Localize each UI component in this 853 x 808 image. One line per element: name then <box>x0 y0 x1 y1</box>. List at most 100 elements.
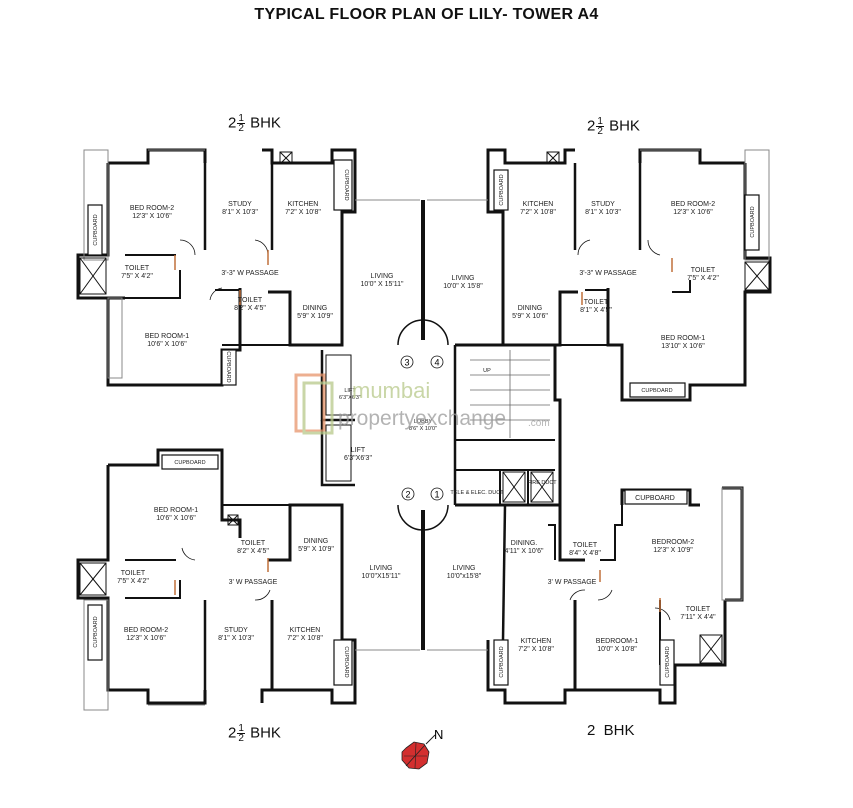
room-name: BEDROOM-1 <box>596 638 639 645</box>
room-size: 5'9" X 10'9" <box>297 313 333 320</box>
cupboard <box>161 454 219 470</box>
room-name: BEDROOM-2 <box>652 539 695 546</box>
room-name: DINING <box>304 538 329 545</box>
room-name: LIVING <box>453 565 476 572</box>
room-size: 5'9" X 10'6" <box>512 313 548 320</box>
room-size: 12'3" X 10'6" <box>673 209 713 216</box>
north-compass: N <box>401 727 443 770</box>
room-name: TOILET <box>573 542 598 549</box>
core-labels: LIFT 6'3"X6'3" LIFT 6'3"X6'3" LOBBY 8'6"… <box>339 368 557 496</box>
room-size: 4'11" X 10'6" <box>504 548 544 555</box>
cupboard-label: CUPBOARD <box>499 174 505 205</box>
cupboard <box>493 639 509 686</box>
unit-label-whole: 2 <box>228 724 237 742</box>
room-size: 8'4" X 4'8" <box>569 550 601 557</box>
room-size: 7'2" X 10'8" <box>285 209 321 216</box>
room-size: 8'2" X 4'5" <box>234 305 266 312</box>
stair-up-label: UP <box>483 368 491 374</box>
watermark-line1: mumbai <box>352 378 430 403</box>
lift-label: LIFT <box>351 447 366 454</box>
room-size: 10'0"x15'8" <box>447 573 482 580</box>
room-size: 7'5" X 4'2" <box>117 578 149 585</box>
door-number-3: 3 <box>404 358 409 368</box>
cupboard <box>333 639 353 686</box>
room-size: 7'5" X 4'2" <box>687 275 719 282</box>
room-name: 3'-3" W PASSAGE <box>221 270 279 277</box>
watermark-suffix: .com <box>528 418 550 429</box>
room-size: 8'1" X 10'3" <box>218 635 254 642</box>
room-name: BED ROOM-1 <box>154 507 198 514</box>
cupboard <box>333 159 353 211</box>
room-size: 10'6" X 10'6" <box>156 515 196 522</box>
lift-label: LIFT <box>344 388 356 394</box>
room-name: 3' W PASSAGE <box>229 579 278 586</box>
room-name: TOILET <box>584 299 609 306</box>
cupboard <box>624 489 688 505</box>
page-title: TYPICAL FLOOR PLAN OF LILY- TOWER A4 <box>254 6 599 23</box>
room-labels: BED ROOM-2 12'3" X 10'6" STUDY 8'1" X 10… <box>117 201 719 653</box>
room-size: 10'0"X15'11" <box>361 573 401 580</box>
room-name: BED ROOM-1 <box>661 335 705 342</box>
room-size: 12'3" X 10'6" <box>132 213 172 220</box>
lobby-size: 8'6" X 10'0" <box>409 426 437 432</box>
duct-label: FIRE DUCT <box>527 480 557 486</box>
room-name: KITCHEN <box>521 638 552 645</box>
cupboard-label: CUPBOARD <box>93 616 99 647</box>
room-name: TOILET <box>686 606 711 613</box>
unit-label-suffix: BHK <box>250 114 281 132</box>
room-name: TOILET <box>238 297 263 304</box>
room-size: 10'0" X 10'8" <box>597 646 637 653</box>
room-name: STUDY <box>591 201 615 208</box>
cupboard-label: CUPBOARD <box>665 646 671 677</box>
cupboard-label: CUPBOARD <box>174 460 205 466</box>
unit-label-whole: 2 <box>228 114 237 132</box>
room-size: 13'10" X 10'6" <box>661 343 705 350</box>
lift-size: 6'3"X6'3" <box>339 395 361 401</box>
room-name: LIVING <box>370 565 393 572</box>
cupboard-label: CUPBOARD <box>343 646 349 677</box>
room-size: 7'11" X 4'4" <box>680 614 716 621</box>
room-size: 10'0" X 15'11" <box>361 281 404 288</box>
cupboard-label: CUPBOARD <box>641 388 672 394</box>
cupboard-labels: CUPBOARD CUPBOARD CUPBOARD CUPBOARD CUPB… <box>93 169 756 677</box>
cupboard-label: CUPBOARD <box>499 646 505 677</box>
cupboard-label: CUPBOARD <box>750 206 756 237</box>
room-name: 3' W PASSAGE <box>548 579 597 586</box>
room-size: 8'1" X 10'3" <box>585 209 621 216</box>
lobby-label: LOBBY <box>414 419 433 425</box>
room-name: BED ROOM-2 <box>130 205 174 212</box>
room-size: 7'5" X 4'2" <box>121 273 153 280</box>
room-name: KITCHEN <box>288 201 319 208</box>
unit-label-suffix: BHK <box>250 724 281 742</box>
door-number-4: 4 <box>434 358 439 368</box>
room-size: 7'2" X 10'8" <box>518 646 554 653</box>
room-name: DINING <box>518 305 543 312</box>
room-size: 7'2" X 10'8" <box>287 635 323 642</box>
cupboard <box>87 604 103 661</box>
north-label: N <box>434 727 443 742</box>
cupboard-label: CUPBOARD <box>93 214 99 245</box>
room-size: 5'9" X 10'9" <box>298 546 334 553</box>
cupboard <box>87 204 103 256</box>
room-name: STUDY <box>228 201 252 208</box>
room-name: KITCHEN <box>523 201 554 208</box>
room-size: 8'1" X 4'5" <box>580 307 612 314</box>
room-name: TOILET <box>241 540 266 547</box>
room-size: 8'1" X 10'3" <box>222 209 258 216</box>
room-name: BED ROOM-1 <box>145 333 189 340</box>
door-number-2: 2 <box>405 490 410 500</box>
room-name: TOILET <box>125 265 150 272</box>
room-name: DINING <box>303 305 328 312</box>
room-name: 3'-3" W PASSAGE <box>579 270 637 277</box>
room-name: BED ROOM-2 <box>671 201 715 208</box>
room-size: 12'3" X 10'6" <box>126 635 166 642</box>
unit-label-suffix: BHK <box>609 117 640 135</box>
cupboard-label: CUPBOARD <box>635 495 675 502</box>
